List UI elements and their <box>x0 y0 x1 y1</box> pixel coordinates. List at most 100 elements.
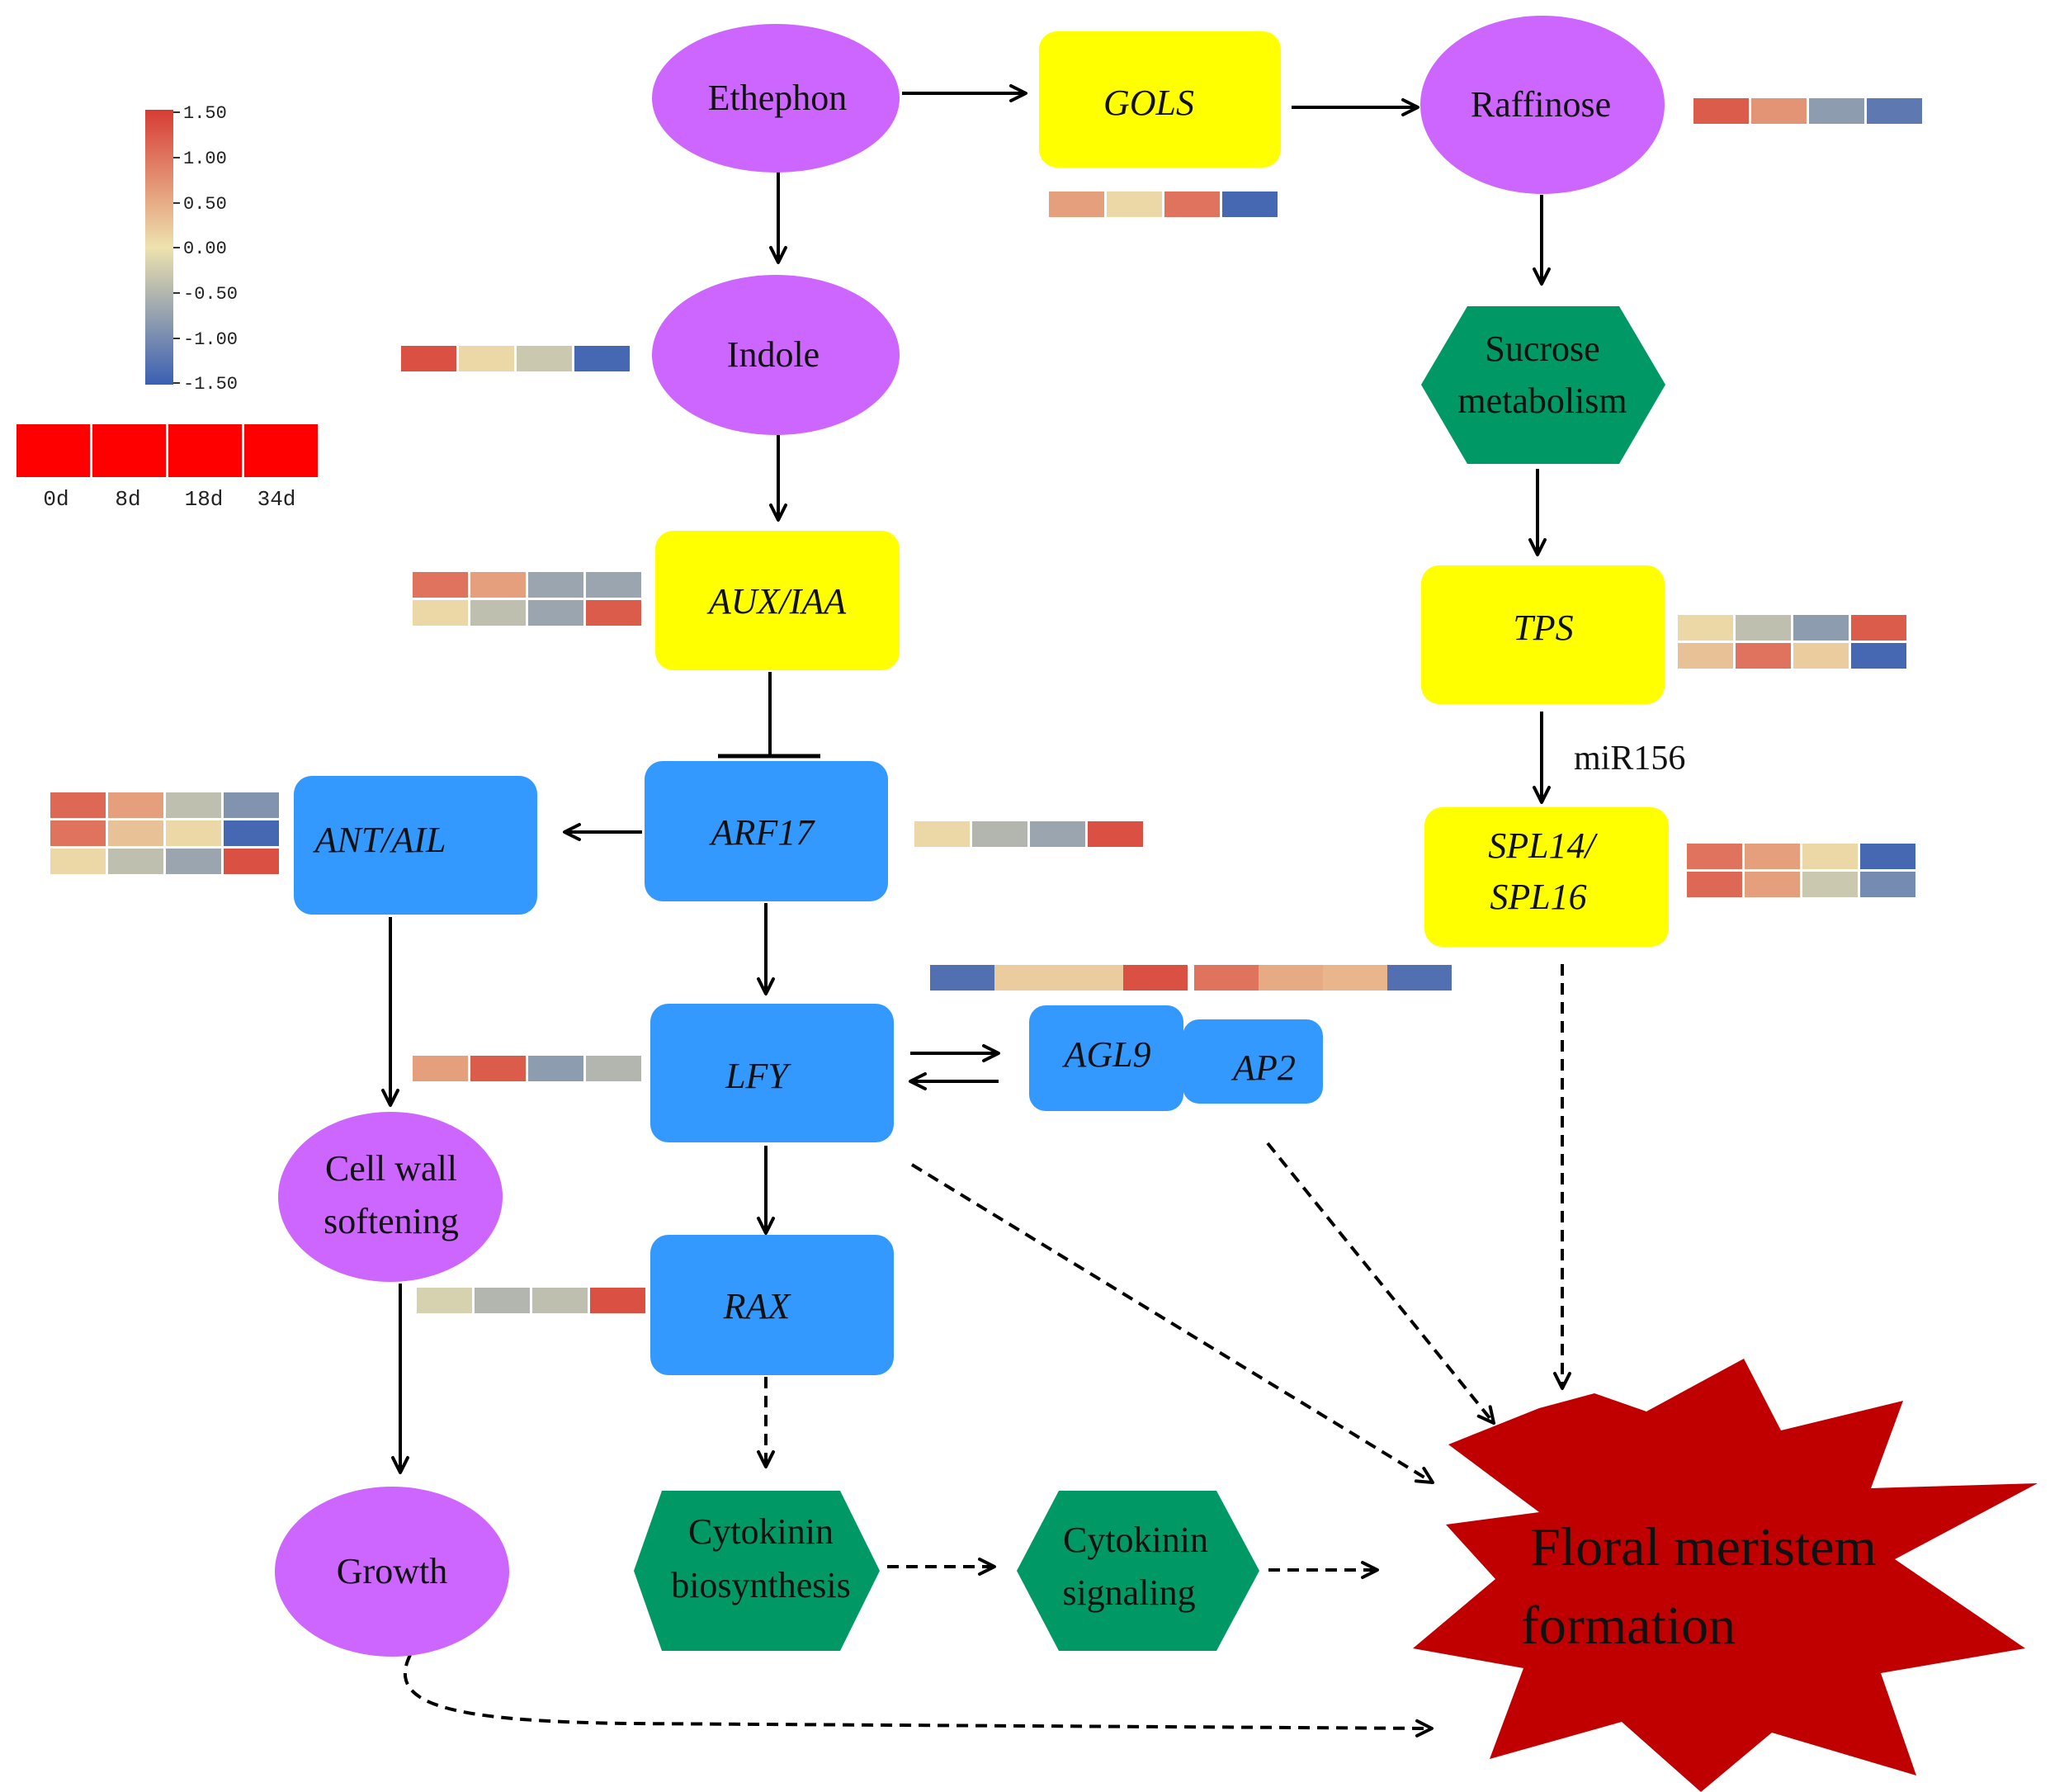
node-growth: Growth <box>275 1487 509 1657</box>
heatmap-cell-ant <box>166 820 221 846</box>
heatmap-cell-rax <box>417 1288 472 1313</box>
heatmap-cell-agl9 <box>1123 965 1188 991</box>
heatmap-cell-aux <box>528 572 583 598</box>
scale-tick-label: 0.00 <box>183 239 227 259</box>
heatmap-cell-spl <box>1802 844 1858 869</box>
heatmap-cell-aux <box>413 600 468 626</box>
node-cellwall-label-1: Cell wall <box>325 1148 457 1189</box>
heatmap-cell-indole <box>517 346 572 371</box>
node-raffinose: Raffinose <box>1420 16 1665 194</box>
scale-tick-label: -0.50 <box>183 284 238 305</box>
node-floral-meristem-formation: Floral meristem formation <box>1413 1359 2038 1792</box>
heatmap-cell-spl <box>1745 872 1800 897</box>
node-indole-label: Indole <box>727 334 820 375</box>
node-lfy-label: LFY <box>725 1056 791 1096</box>
heatmap-cell-legend <box>17 424 90 477</box>
heatmap-cell-gols <box>1164 191 1220 217</box>
heatmap-cell-ant <box>108 849 163 874</box>
scale-tick-label: 1.50 <box>183 103 227 124</box>
node-raffinose-label: Raffinose <box>1471 84 1611 125</box>
heatmap-cell-ant <box>224 849 279 874</box>
node-spl-label-2: SPL16 <box>1490 877 1586 917</box>
heatmap-cell-ant <box>50 849 106 874</box>
edge-lfy-floral <box>910 1163 1434 1484</box>
node-rax-label: RAX <box>723 1286 792 1326</box>
heatmap-cell-spl <box>1860 872 1915 897</box>
node-ap2-label: AP2 <box>1230 1047 1296 1088</box>
heatmap-cell-raffinose <box>1751 98 1807 124</box>
heatmap-cell-rax <box>532 1288 588 1313</box>
heatmap-cell-gols <box>1049 191 1104 217</box>
heatmap-cell-indole <box>574 346 630 371</box>
edges <box>381 84 1571 1738</box>
edge-ap2-floral <box>1266 1142 1495 1425</box>
node-tps: TPS <box>1421 565 1665 704</box>
color-scale-ticks <box>173 111 180 384</box>
heatmap-cell-ap2 <box>1387 965 1452 991</box>
heatmap-cell-tps <box>1678 643 1733 669</box>
node-agl9-label: AGL9 <box>1061 1034 1150 1075</box>
heatmap-cell-tps <box>1678 615 1733 641</box>
node-sucrose-label-1: Sucrose <box>1485 329 1599 369</box>
heatmap-cell-indole <box>459 346 514 371</box>
heatmap-cell-lfy <box>413 1056 468 1081</box>
heatmap-cell-ap2 <box>1194 965 1259 991</box>
heatmap-cell-tps <box>1736 643 1791 669</box>
scale-tick-label: -1.00 <box>183 329 238 350</box>
node-cellwall-label-2: softening <box>324 1201 459 1241</box>
heatmap-strips <box>17 98 1922 1313</box>
node-cytosig-label-2: signaling <box>1062 1572 1195 1613</box>
heatmap-cell-agl9 <box>994 965 1059 991</box>
heatmap-cell-gols <box>1107 191 1162 217</box>
node-cytobio-label-1: Cytokinin <box>688 1511 834 1552</box>
node-cytokinin-signaling: Cytokinin signaling <box>1017 1491 1259 1651</box>
heatmap-cell-ant <box>224 792 279 818</box>
floral-starburst <box>1413 1359 2038 1792</box>
node-lfy: LFY <box>650 1004 894 1142</box>
node-ethephon: Ethephon <box>652 24 900 173</box>
heatmap-cell-agl9 <box>930 965 994 991</box>
edge-growth-floral <box>404 1654 1434 1738</box>
node-cytobio-label-2: biosynthesis <box>671 1565 851 1605</box>
node-gols: GOLS <box>1039 31 1281 168</box>
heatmap-cell-ap2 <box>1259 965 1323 991</box>
node-cell-wall-softening: Cell wall softening <box>278 1112 503 1282</box>
heatmap-cell-aux <box>413 572 468 598</box>
heatmap-cell-ant <box>166 849 221 874</box>
heatmap-cell-ant <box>166 792 221 818</box>
heatmap-cell-ap2 <box>1323 965 1387 991</box>
heatmap-cell-aux <box>528 600 583 626</box>
node-ant-label: ANT/AIL <box>313 820 446 860</box>
heatmap-cell-indole <box>401 346 456 371</box>
heatmap-cell-spl <box>1802 872 1858 897</box>
node-gols-label: GOLS <box>1103 83 1194 123</box>
heatmap-cell-agl9 <box>1059 965 1123 991</box>
day-label: 18d <box>185 487 224 512</box>
heatmap-cell-arf17 <box>1030 821 1085 847</box>
heatmap-cell-tps <box>1851 643 1906 669</box>
heatmap-cell-tps <box>1851 615 1906 641</box>
color-scale-bar <box>145 110 173 385</box>
heatmap-cell-raffinose <box>1867 98 1922 124</box>
heatmap-cell-ant <box>108 792 163 818</box>
heatmap-cell-gols <box>1222 191 1278 217</box>
heatmap-cell-aux <box>586 600 641 626</box>
node-cytokinin-biosynthesis: Cytokinin biosynthesis <box>634 1491 880 1651</box>
node-arf17-label: ARF17 <box>709 812 816 853</box>
day-label: 8d <box>115 487 140 512</box>
heatmap-cell-aux <box>586 572 641 598</box>
node-arf17: ARF17 <box>645 761 888 901</box>
node-rax: RAX <box>650 1235 894 1375</box>
heatmap-cell-raffinose <box>1693 98 1749 124</box>
heatmap-cell-rax <box>475 1288 530 1313</box>
node-spl14-spl16: SPL14/ SPL16 <box>1424 807 1669 947</box>
heatmap-cell-ant <box>50 792 106 818</box>
heatmap-cell-arf17 <box>914 821 970 847</box>
heatmap-cell-spl <box>1860 844 1915 869</box>
heatmap-cell-ant <box>224 820 279 846</box>
heatmap-cell-ant <box>50 820 106 846</box>
node-floral-label-2: formation <box>1521 1596 1736 1656</box>
heatmap-cell-spl <box>1745 844 1800 869</box>
node-aux-iaa: AUX/IAA <box>655 531 900 670</box>
